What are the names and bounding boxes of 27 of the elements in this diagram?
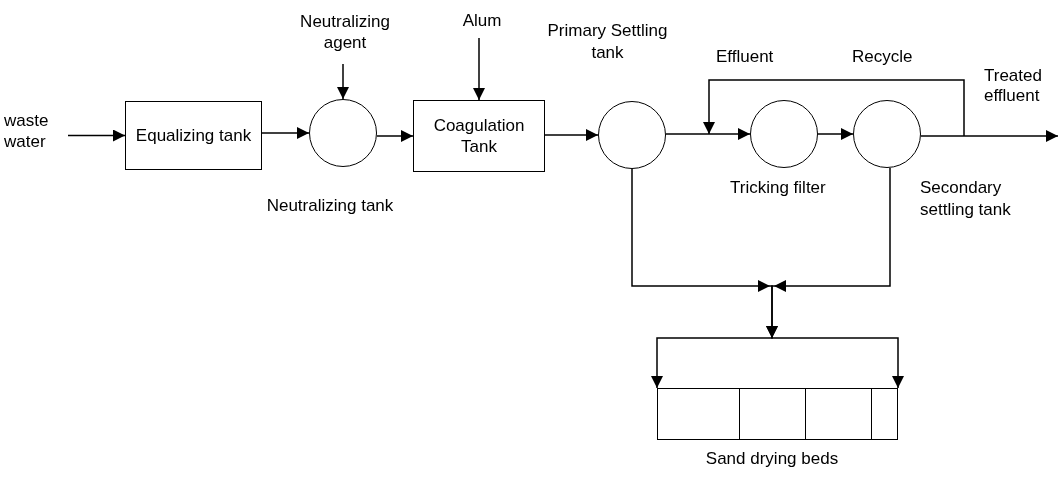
arrow	[766, 167, 904, 389]
tank-caption: Secondary settling tank	[920, 177, 1012, 221]
arrow	[67, 129, 126, 142]
arrow	[703, 79, 965, 137]
flow-label: Effluent	[716, 47, 775, 67]
node-label: Coagulation Tank	[432, 115, 526, 157]
flow-label: Treated effluent	[984, 66, 1043, 106]
tank-caption: Tricking filter	[730, 177, 827, 199]
flow-label: Recycle	[852, 47, 914, 67]
tank-caption: Primary Settling tank	[546, 20, 669, 64]
node-label: waste water	[4, 110, 50, 152]
arrow	[665, 128, 751, 140]
arrow	[817, 128, 854, 140]
tank-caption: Neutralizing tank	[265, 195, 395, 217]
process-box	[125, 101, 262, 170]
arrow	[261, 127, 310, 139]
arrow	[337, 63, 349, 100]
tank-caption: Sand drying beds	[704, 448, 840, 470]
drying-beds-box	[657, 388, 898, 440]
node-label: Neutralizing agent	[299, 11, 391, 53]
arrow	[473, 37, 485, 101]
node-label: Equalizing tank	[134, 125, 253, 146]
node-label: Alum	[462, 9, 502, 31]
arrow	[920, 130, 1059, 142]
process-box	[413, 100, 545, 172]
arrow	[544, 129, 599, 141]
arrow	[376, 130, 414, 142]
